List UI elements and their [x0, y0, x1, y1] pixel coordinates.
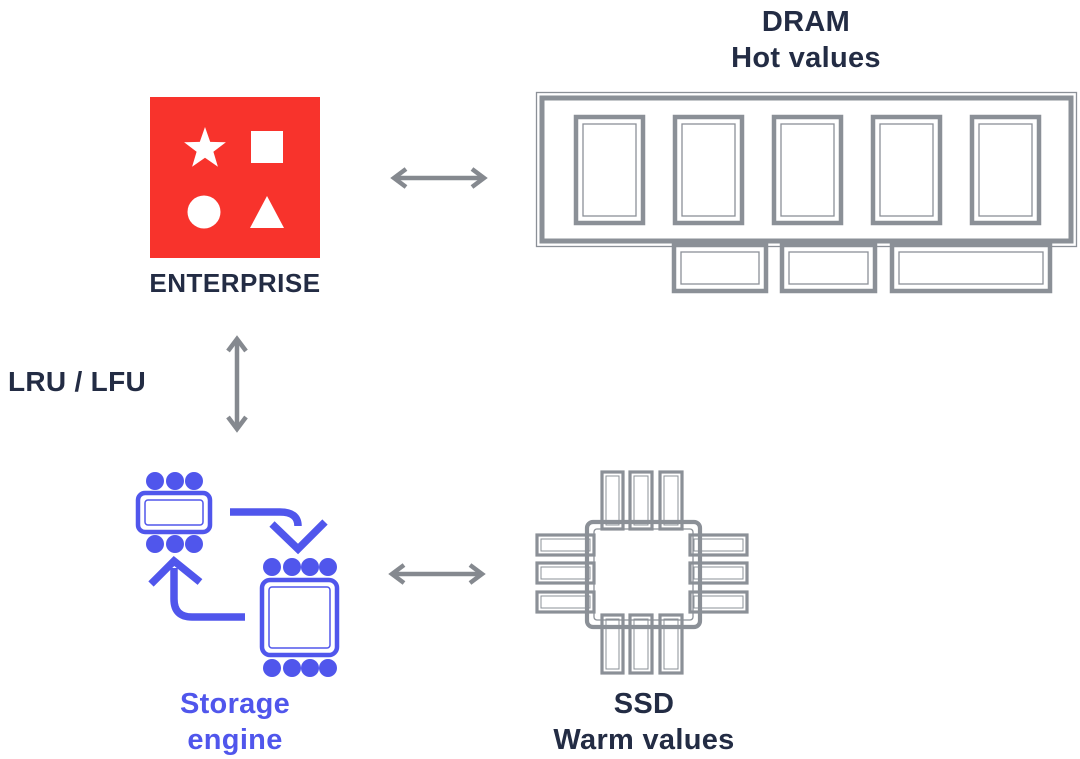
dram-title: DRAM	[761, 6, 851, 38]
triangle-icon	[250, 196, 284, 228]
enterprise-logo	[150, 97, 320, 258]
square-icon	[251, 131, 283, 163]
enterprise-dram-arrow	[390, 167, 488, 189]
circle-icon	[187, 195, 221, 229]
storage-engine-icon	[135, 472, 340, 677]
lru-lfu-label: LRU / LFU	[8, 366, 147, 397]
ssd-title: SSD	[613, 688, 675, 720]
logo-background	[150, 97, 320, 258]
ssd-subtitle: Warm values	[553, 724, 735, 756]
storage-engine-label-line1: Storage	[179, 688, 291, 720]
enterprise-storage-arrow	[226, 335, 248, 433]
dram-title-block: DRAM Hot values	[656, 4, 956, 76]
storage-engine-label: Storage engine	[135, 686, 335, 758]
enterprise-label: ENTERPRISE	[149, 268, 321, 298]
dram-subtitle: Hot values	[731, 42, 881, 74]
ssd-chip-icon	[535, 470, 749, 675]
ssd-title-block: SSD Warm values	[494, 686, 794, 758]
storage-engine-label-line2: engine	[187, 724, 283, 756]
storage-ssd-arrow	[388, 563, 486, 585]
ram-module-icon	[535, 91, 1078, 294]
star-icon	[184, 127, 226, 167]
